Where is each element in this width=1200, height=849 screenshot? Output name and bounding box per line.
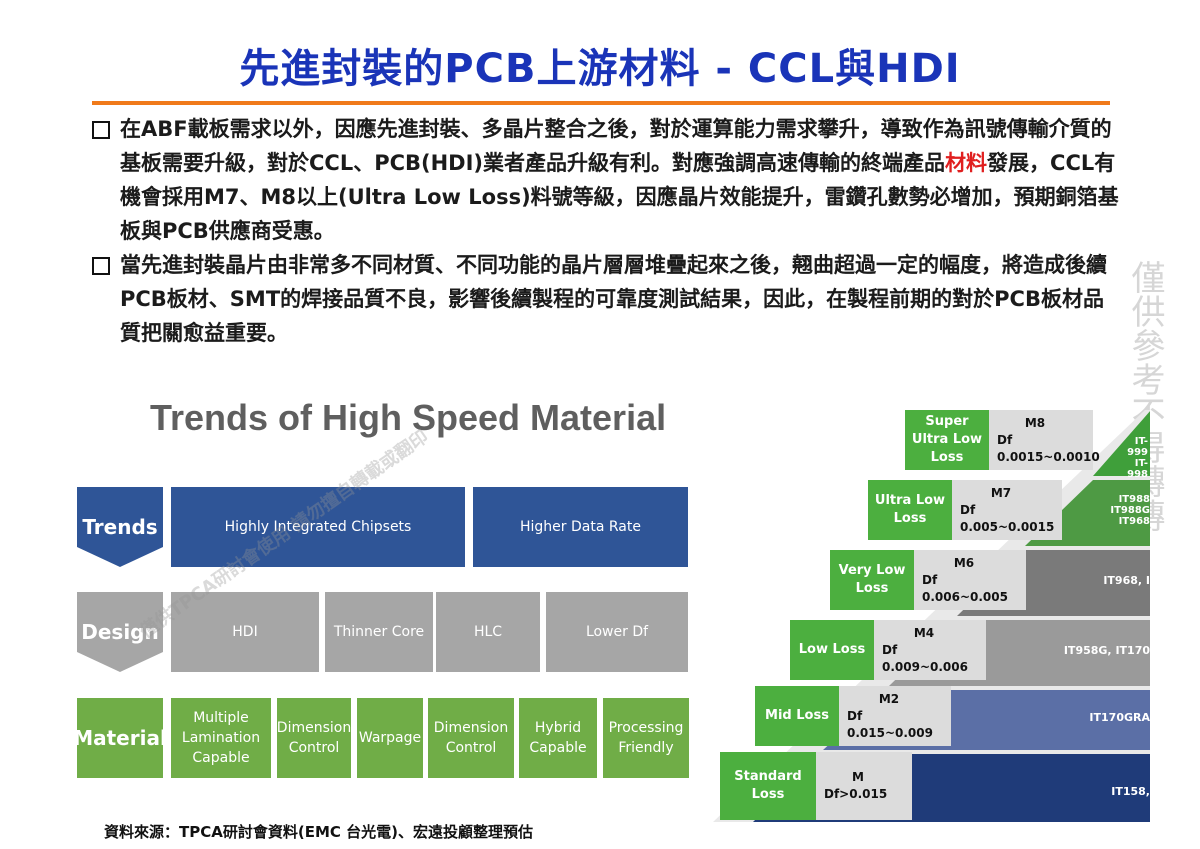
material-cell: Warpage [357, 698, 423, 778]
checkbox-bullet-icon [92, 257, 110, 275]
level-grade: M8 [1024, 415, 1046, 430]
row-label-design: Design [77, 592, 163, 672]
material-cell: Dimension Control [428, 698, 514, 778]
checkbox-bullet-icon [92, 121, 110, 139]
level-products: IT170GRA [1089, 710, 1150, 724]
bullet-1-highlight: 材料 [945, 151, 988, 175]
level-grade: M6 [953, 555, 975, 570]
row-label-trends: Trends [77, 487, 163, 567]
trends-title: Trends of High Speed Material [150, 397, 667, 438]
level-df: Df 0.015~0.009 [847, 708, 933, 740]
pyramid-band-m8 [1093, 410, 1150, 476]
design-cell: HLC [436, 592, 540, 672]
material-cell: Processing Friendly [603, 698, 689, 778]
level-spec: M2 Df 0.015~0.009 [839, 686, 951, 746]
bullet-item-1: 在ABF載板需求以外，因應先進封裝、多晶片整合之後，對於運算能力需求攀升，導致作… [90, 112, 1120, 248]
level-spec: M6 Df 0.006~0.005 [914, 550, 1026, 610]
design-cell: Lower Df [546, 592, 688, 672]
row-label-material: Material [73, 698, 167, 778]
trends-cell: Higher Data Rate [473, 487, 688, 567]
level-products: IT958G, IT170 [1063, 643, 1150, 657]
level-products: IT988 IT988G IT968 [1110, 493, 1150, 527]
trends-cell: Highly Integrated Chipsets [171, 487, 465, 567]
bullet-1-text-tail: 發展，CCL有機會採用M7、M8以上(Ultra Low Loss)料號等級，因… [120, 151, 1119, 243]
level-name: Low Loss [790, 620, 874, 680]
level-name: Super Ultra Low Loss [905, 410, 989, 470]
level-spec: M4 Df 0.009~0.006 [874, 620, 986, 680]
level-df: Df 0.0015~0.0010 [997, 432, 1100, 464]
bullet-list: 在ABF載板需求以外，因應先進封裝、多晶片整合之後，對於運算能力需求攀升，導致作… [90, 112, 1120, 350]
bullet-1-text: 在ABF載板需求以外，因應先進封裝、多晶片整合之後，對於運算能力需求攀升，導致作… [120, 117, 1112, 175]
level-products: IT968, I [1103, 573, 1150, 587]
bullet-item-2: 當先進封裝晶片由非常多不同材質、不同功能的晶片層層堆疊起來之後，翹曲超過一定的幅… [90, 248, 1120, 350]
source-note: 資料來源：TPCA研討會資料(EMC 台光電)、宏遠投顧整理預估 [104, 823, 533, 841]
level-name: Mid Loss [755, 686, 839, 746]
level-grade: M7 [990, 485, 1012, 500]
level-name: Ultra Low Loss [868, 480, 952, 540]
level-name: Very Low Loss [830, 550, 914, 610]
level-grade: M [852, 770, 864, 784]
level-grade: M2 [878, 691, 900, 706]
level-df: Df 0.005~0.0015 [960, 502, 1055, 534]
material-cell: Hybrid Capable [519, 698, 597, 778]
design-cell: Thinner Core [325, 592, 433, 672]
level-df: Df 0.006~0.005 [922, 572, 1008, 604]
level-products: IT158, [1111, 784, 1150, 798]
level-df: Df>0.015 [824, 787, 888, 801]
bullet-2-text: 當先進封裝晶片由非常多不同材質、不同功能的晶片層層堆疊起來之後，翹曲超過一定的幅… [120, 253, 1107, 345]
material-cell: Multiple Lamination Capable [171, 698, 271, 778]
design-cell: HDI [171, 592, 319, 672]
level-name: Standard Loss [720, 752, 816, 820]
level-spec: M Df>0.015 [816, 752, 912, 820]
level-spec: M7 Df 0.005~0.0015 [952, 480, 1062, 540]
level-spec: M8 Df 0.0015~0.0010 [989, 410, 1100, 470]
level-grade: M4 [913, 625, 935, 640]
level-products: IT-999 IT-998 [1127, 436, 1148, 480]
level-df: Df 0.009~0.006 [882, 642, 968, 674]
material-cell: Dimension Control [277, 698, 351, 778]
title-divider [92, 101, 1110, 105]
page-title: 先進封裝的PCB上游材料 - CCL與HDI [239, 46, 961, 92]
